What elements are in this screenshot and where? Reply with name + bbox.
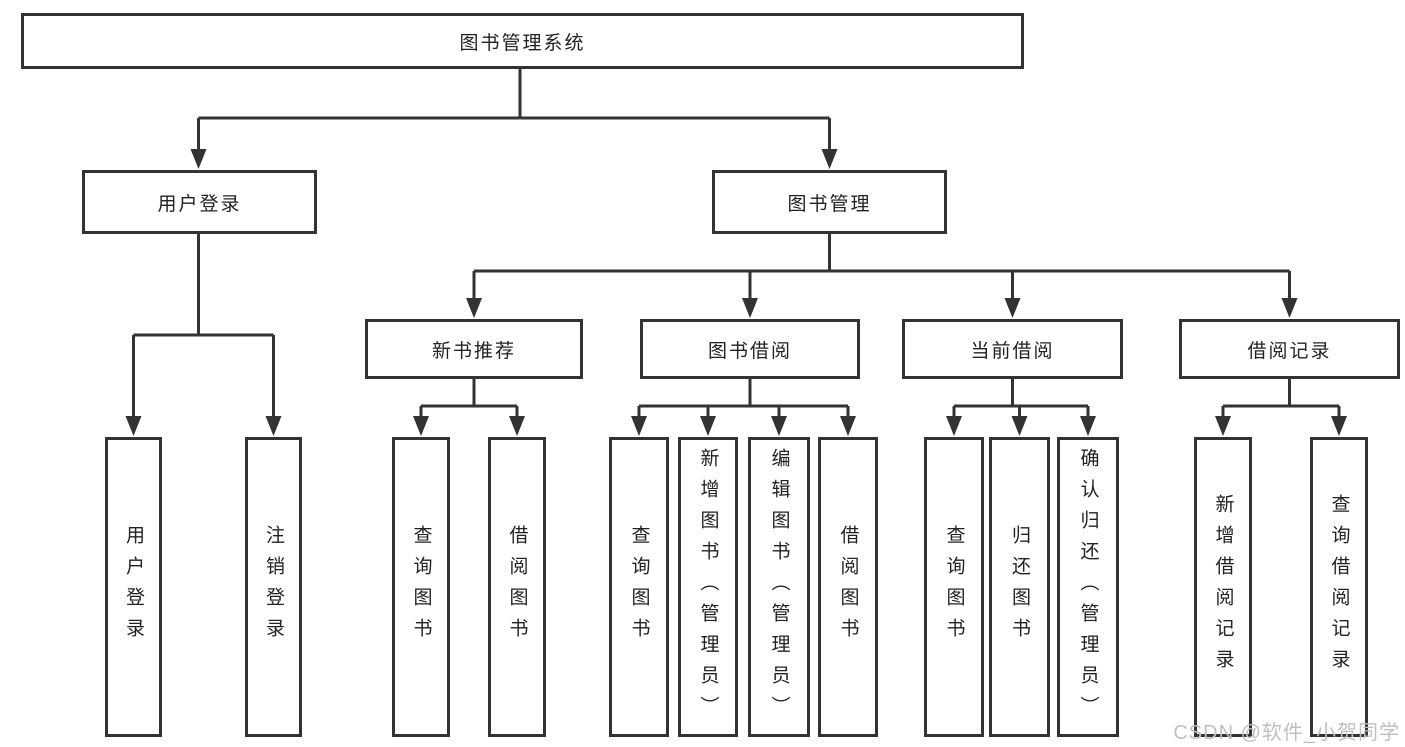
node-label: 查询图书 — [628, 525, 650, 649]
node-label: 新增图书（管理员） — [697, 447, 719, 727]
arrowhead-icon — [700, 416, 716, 436]
leaf-borrowing-query-book: 查询图书 — [609, 437, 669, 737]
node-label: 图书管理 — [787, 193, 872, 215]
node-label: 查询图书 — [410, 525, 432, 649]
node-label: 新书推荐 — [431, 340, 516, 362]
node-user-login: 用户登录 — [82, 170, 317, 234]
arrowhead-icon — [466, 298, 482, 318]
node-label: 查询图书 — [943, 525, 965, 649]
node-label: 注销登录 — [263, 525, 284, 649]
arrowhead-icon — [1004, 298, 1021, 318]
leaf-logout: 注销登录 — [245, 437, 302, 737]
leaf-current-confirm-return-admin: 确认归还（管理员） — [1057, 437, 1119, 737]
arrowhead-icon — [742, 298, 758, 318]
arrowhead-icon — [1281, 298, 1298, 318]
leaf-recommend-query-book: 查询图书 — [392, 437, 450, 737]
leaf-borrowing-edit-book-admin: 编辑图书（管理员） — [748, 437, 810, 737]
leaf-records-query-borrow-record: 查询借阅记录 — [1310, 437, 1368, 737]
connector-path — [132, 69, 1341, 417]
node-new-book-recommendation: 新书推荐 — [365, 319, 583, 379]
arrowhead-icon — [413, 416, 429, 436]
arrowhead-icon — [509, 416, 525, 436]
node-label: 用户登录 — [123, 525, 144, 649]
arrowhead-icon — [1215, 416, 1231, 436]
arrowhead-icon — [771, 416, 787, 436]
leaf-borrowing-borrow-book: 借阅图书 — [818, 437, 878, 737]
arrowhead-icon — [1011, 416, 1028, 436]
leaf-borrowing-add-book-admin: 新增图书（管理员） — [678, 437, 738, 737]
node-label: 查询借阅记录 — [1328, 494, 1350, 680]
node-label: 图书借阅 — [707, 340, 792, 362]
node-label: 图书管理系统 — [459, 32, 586, 54]
arrowhead-icon — [840, 416, 856, 436]
arrowhead-icon — [125, 416, 142, 436]
watermark: CSDN @软件_小贺同学 — [1173, 722, 1400, 744]
arrowhead-icon — [946, 416, 962, 436]
arrowhead-icon — [1080, 416, 1096, 436]
node-library-system: 图书管理系统 — [21, 13, 1024, 69]
arrowhead-icon — [821, 149, 838, 169]
node-label: 新增借阅记录 — [1212, 494, 1234, 680]
node-borrowing-records: 借阅记录 — [1179, 319, 1400, 379]
arrowhead-icon — [190, 149, 207, 169]
node-label: 归还图书 — [1009, 525, 1030, 649]
node-label: 用户登录 — [157, 193, 242, 215]
arrowhead-icon — [265, 416, 282, 436]
node-label: 确认归还（管理员） — [1077, 447, 1099, 727]
leaf-current-return-book: 归还图书 — [989, 437, 1050, 737]
arrowhead-icon — [631, 416, 647, 436]
leaf-records-add-borrow-record: 新增借阅记录 — [1194, 437, 1252, 737]
node-current-borrowing: 当前借阅 — [902, 319, 1123, 379]
node-label: 借阅图书 — [506, 525, 528, 649]
node-label: 借阅记录 — [1247, 340, 1332, 362]
leaf-user-login: 用户登录 — [105, 437, 162, 737]
node-book-borrowing: 图书借阅 — [640, 319, 860, 379]
node-label: 当前借阅 — [970, 340, 1055, 362]
node-book-management: 图书管理 — [712, 170, 947, 234]
node-label: 借阅图书 — [837, 525, 859, 649]
leaf-current-query-book: 查询图书 — [924, 437, 984, 737]
node-label: 编辑图书（管理员） — [768, 447, 790, 727]
leaf-recommend-borrow-book: 借阅图书 — [488, 437, 546, 737]
arrowhead-icon — [1331, 416, 1347, 436]
